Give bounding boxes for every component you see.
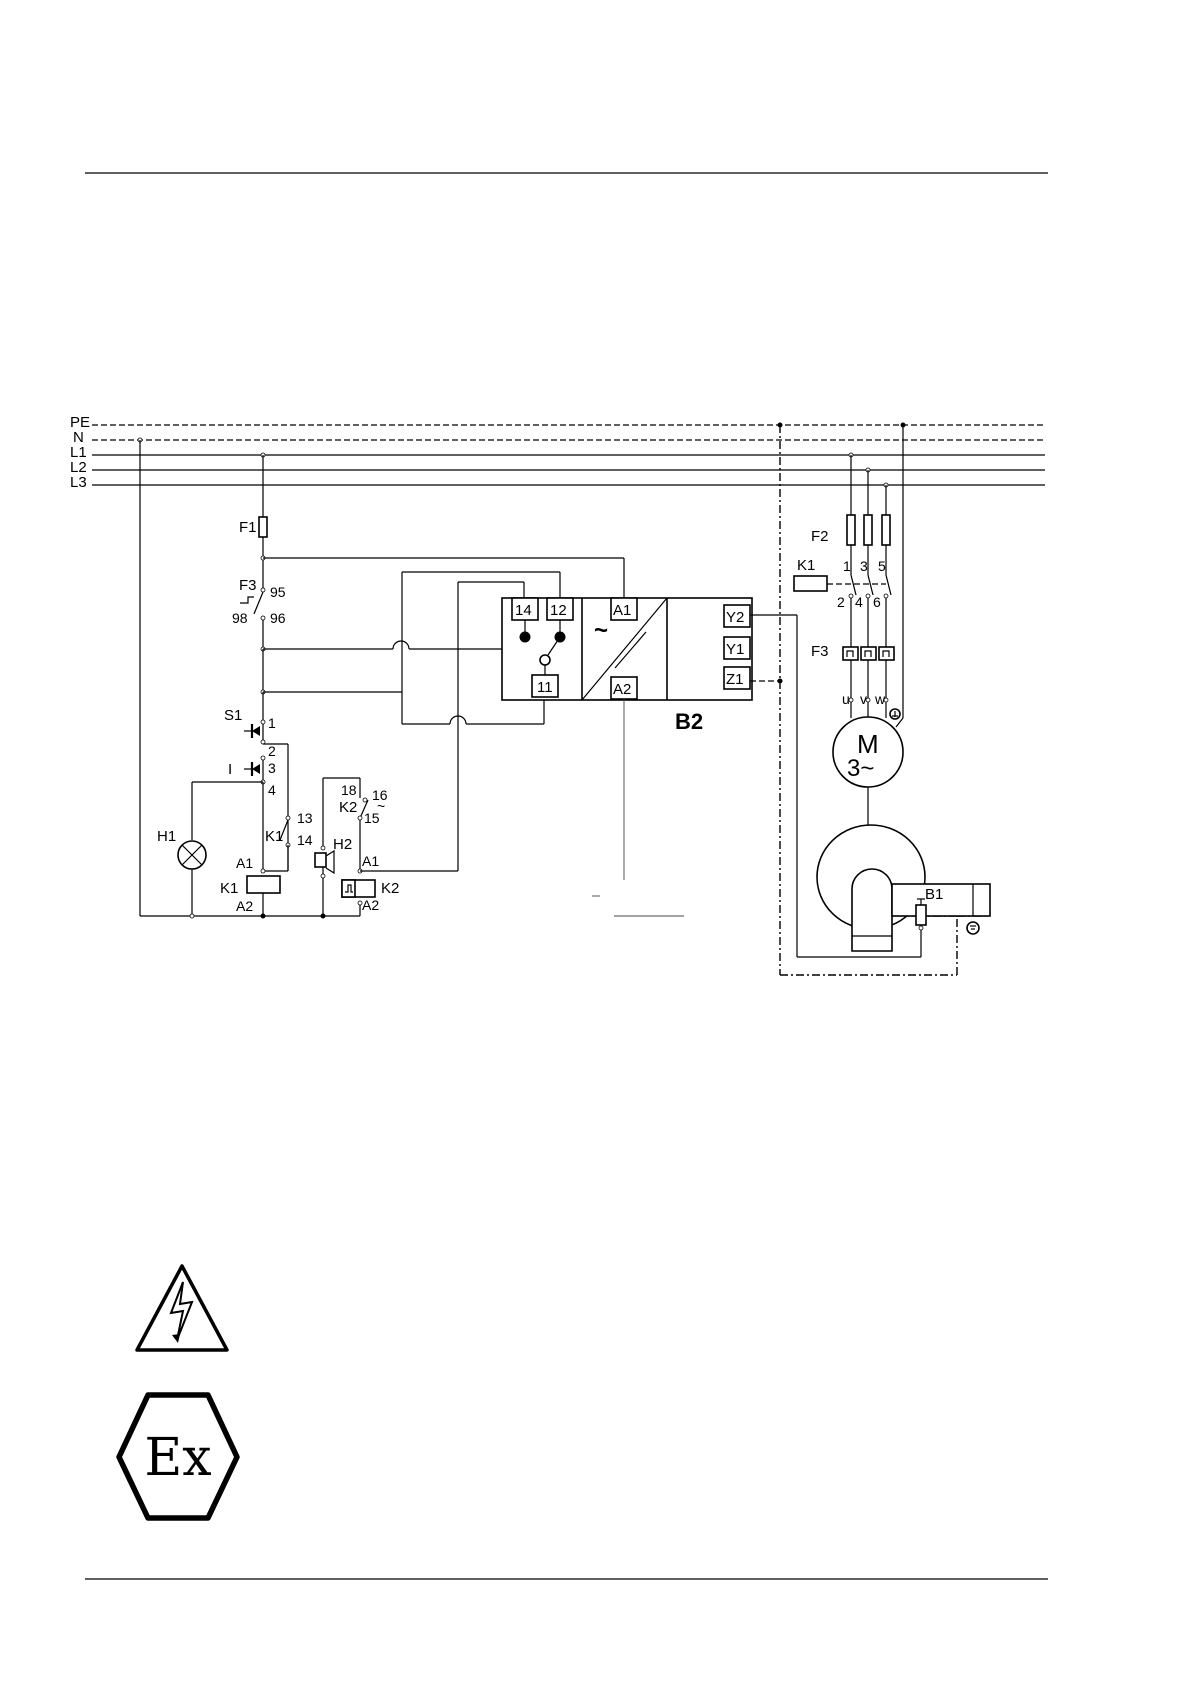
ex-explosion-protection-icon: Ex: [119, 1395, 237, 1518]
label-k1-14: 14: [297, 832, 313, 848]
horn-h2: [315, 853, 326, 867]
label-k2-a1: A1: [362, 853, 379, 869]
b2-terminal-z1: Z1: [726, 671, 744, 688]
fuse-f2-1: [847, 515, 855, 545]
label-k2-18: 18: [341, 782, 357, 798]
label-f3-95: 95: [270, 584, 286, 600]
bus-bars: PE N L1 L2 L3: [70, 414, 1045, 491]
label-b1: B1: [925, 886, 943, 903]
label-motor-w: w: [874, 691, 886, 707]
label-f1: F1: [239, 519, 257, 536]
b2-terminal-12: 12: [550, 602, 567, 619]
label-f3-96: 96: [270, 610, 286, 626]
label-s1-1: 1: [268, 715, 276, 731]
label-k2-coil: K2: [381, 880, 399, 897]
sensor-b1: [916, 905, 926, 925]
label-s1-2: 2: [268, 743, 276, 759]
b2-terminal-a2: A2: [613, 681, 631, 698]
contactor-k1-coil-symbol: [794, 576, 827, 591]
label-i-4: 4: [268, 782, 276, 798]
ex-label: Ex: [144, 1428, 211, 1488]
fuse-f2-2: [864, 515, 872, 545]
label-h1: H1: [157, 828, 176, 845]
label-i-3: 3: [268, 760, 276, 776]
label-k2-15: 15: [364, 810, 380, 826]
label-pole-4: 4: [855, 594, 863, 610]
label-k2-a2: A2: [362, 897, 379, 913]
fuse-f1: [259, 517, 267, 537]
label-b2: B2: [675, 709, 703, 734]
label-motor-v: v: [860, 691, 867, 707]
label-pole-1: 1: [843, 558, 851, 574]
power-circuit: F2 1 3 5 K1 2 4 6 F3 u: [794, 423, 990, 952]
label-k1-aux: K1: [265, 828, 283, 845]
label-s1: S1: [224, 707, 242, 724]
label-pole-3: 3: [860, 558, 868, 574]
b2-terminal-y2: Y2: [726, 609, 744, 626]
b2-terminal-11: 11: [537, 679, 553, 696]
label-f3-main: F3: [811, 643, 829, 660]
label-pole-2: 2: [837, 594, 845, 610]
label-f2: F2: [811, 528, 829, 545]
label-k1-coil: K1: [220, 880, 238, 897]
b2-tilde: ~: [594, 617, 608, 644]
label-f3-control: F3: [239, 577, 257, 594]
coil-k1: [247, 876, 280, 893]
label-motor-u: u: [842, 691, 850, 707]
label-h2: H2: [333, 836, 352, 853]
label-k2-contact: K2: [339, 799, 357, 816]
label-pole-6: 6: [873, 594, 881, 610]
label-i: I: [228, 761, 232, 778]
relay-module-b2: ~ 14 12 11 A1 A2 Y2 Y1 Z1 B2: [502, 598, 752, 916]
fan-duct: [817, 825, 990, 951]
b2-terminal-y1: Y1: [726, 641, 744, 658]
label-pole-5: 5: [878, 558, 886, 574]
fuse-f2-3: [882, 515, 890, 545]
label-motor-3: 3~: [847, 755, 874, 782]
label-k1-a2: A2: [236, 898, 253, 914]
label-k1-main: K1: [797, 557, 815, 574]
label-k1-a1: A1: [236, 855, 253, 871]
high-voltage-warning-icon: [137, 1266, 227, 1350]
b2-terminal-14: 14: [515, 602, 532, 619]
label-f3-98: 98: [232, 610, 248, 626]
bus-label-l3: L3: [70, 474, 87, 491]
label-k1-13: 13: [297, 810, 313, 826]
b2-terminal-a1: A1: [613, 602, 631, 619]
